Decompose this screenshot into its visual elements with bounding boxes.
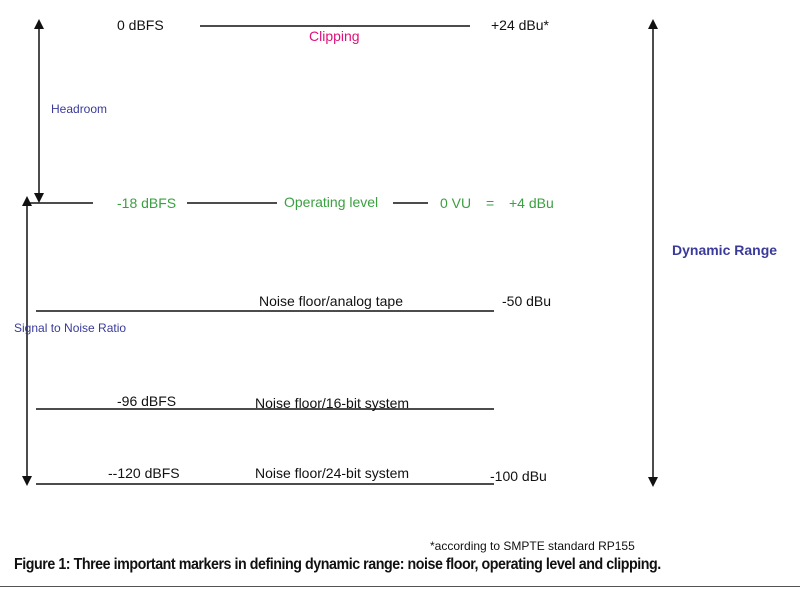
plus24-dbu-label: +24 dBu* — [491, 17, 549, 33]
minus120-dbfs-label: --120 dBFS — [108, 465, 180, 481]
zero-vu-label: 0 VU — [440, 195, 472, 211]
equals-sign: = — [486, 195, 495, 211]
clipping-label: Clipping — [309, 28, 360, 44]
noise-floor-tape-label: Noise floor/analog tape — [259, 293, 403, 309]
headroom-label: Headroom — [51, 102, 108, 116]
snr-label: Signal to Noise Ratio — [14, 321, 127, 335]
noise-floor-24bit-label: Noise floor/24-bit system — [255, 465, 410, 481]
figure-caption: Figure 1: Three important markers in def… — [14, 556, 661, 573]
minus96-dbfs-label: -96 dBFS — [117, 393, 177, 409]
plus4-dbu-label: +4 dBu — [509, 195, 554, 211]
operating-level-label: Operating level — [284, 194, 379, 210]
minus50-dbu-label: -50 dBu — [502, 293, 552, 309]
smpte-footnote: *according to SMPTE standard RP155 — [430, 539, 635, 553]
minus18-dbfs-label: -18 dBFS — [117, 195, 177, 211]
noise-floor-16bit-label: Noise floor/16-bit system — [255, 395, 410, 411]
dynamic-range-label: Dynamic Range — [672, 242, 778, 258]
bottom-rule — [0, 586, 800, 587]
zero-dbfs-label: 0 dBFS — [117, 17, 164, 33]
minus100-dbu-label: -100 dBu — [490, 468, 547, 484]
